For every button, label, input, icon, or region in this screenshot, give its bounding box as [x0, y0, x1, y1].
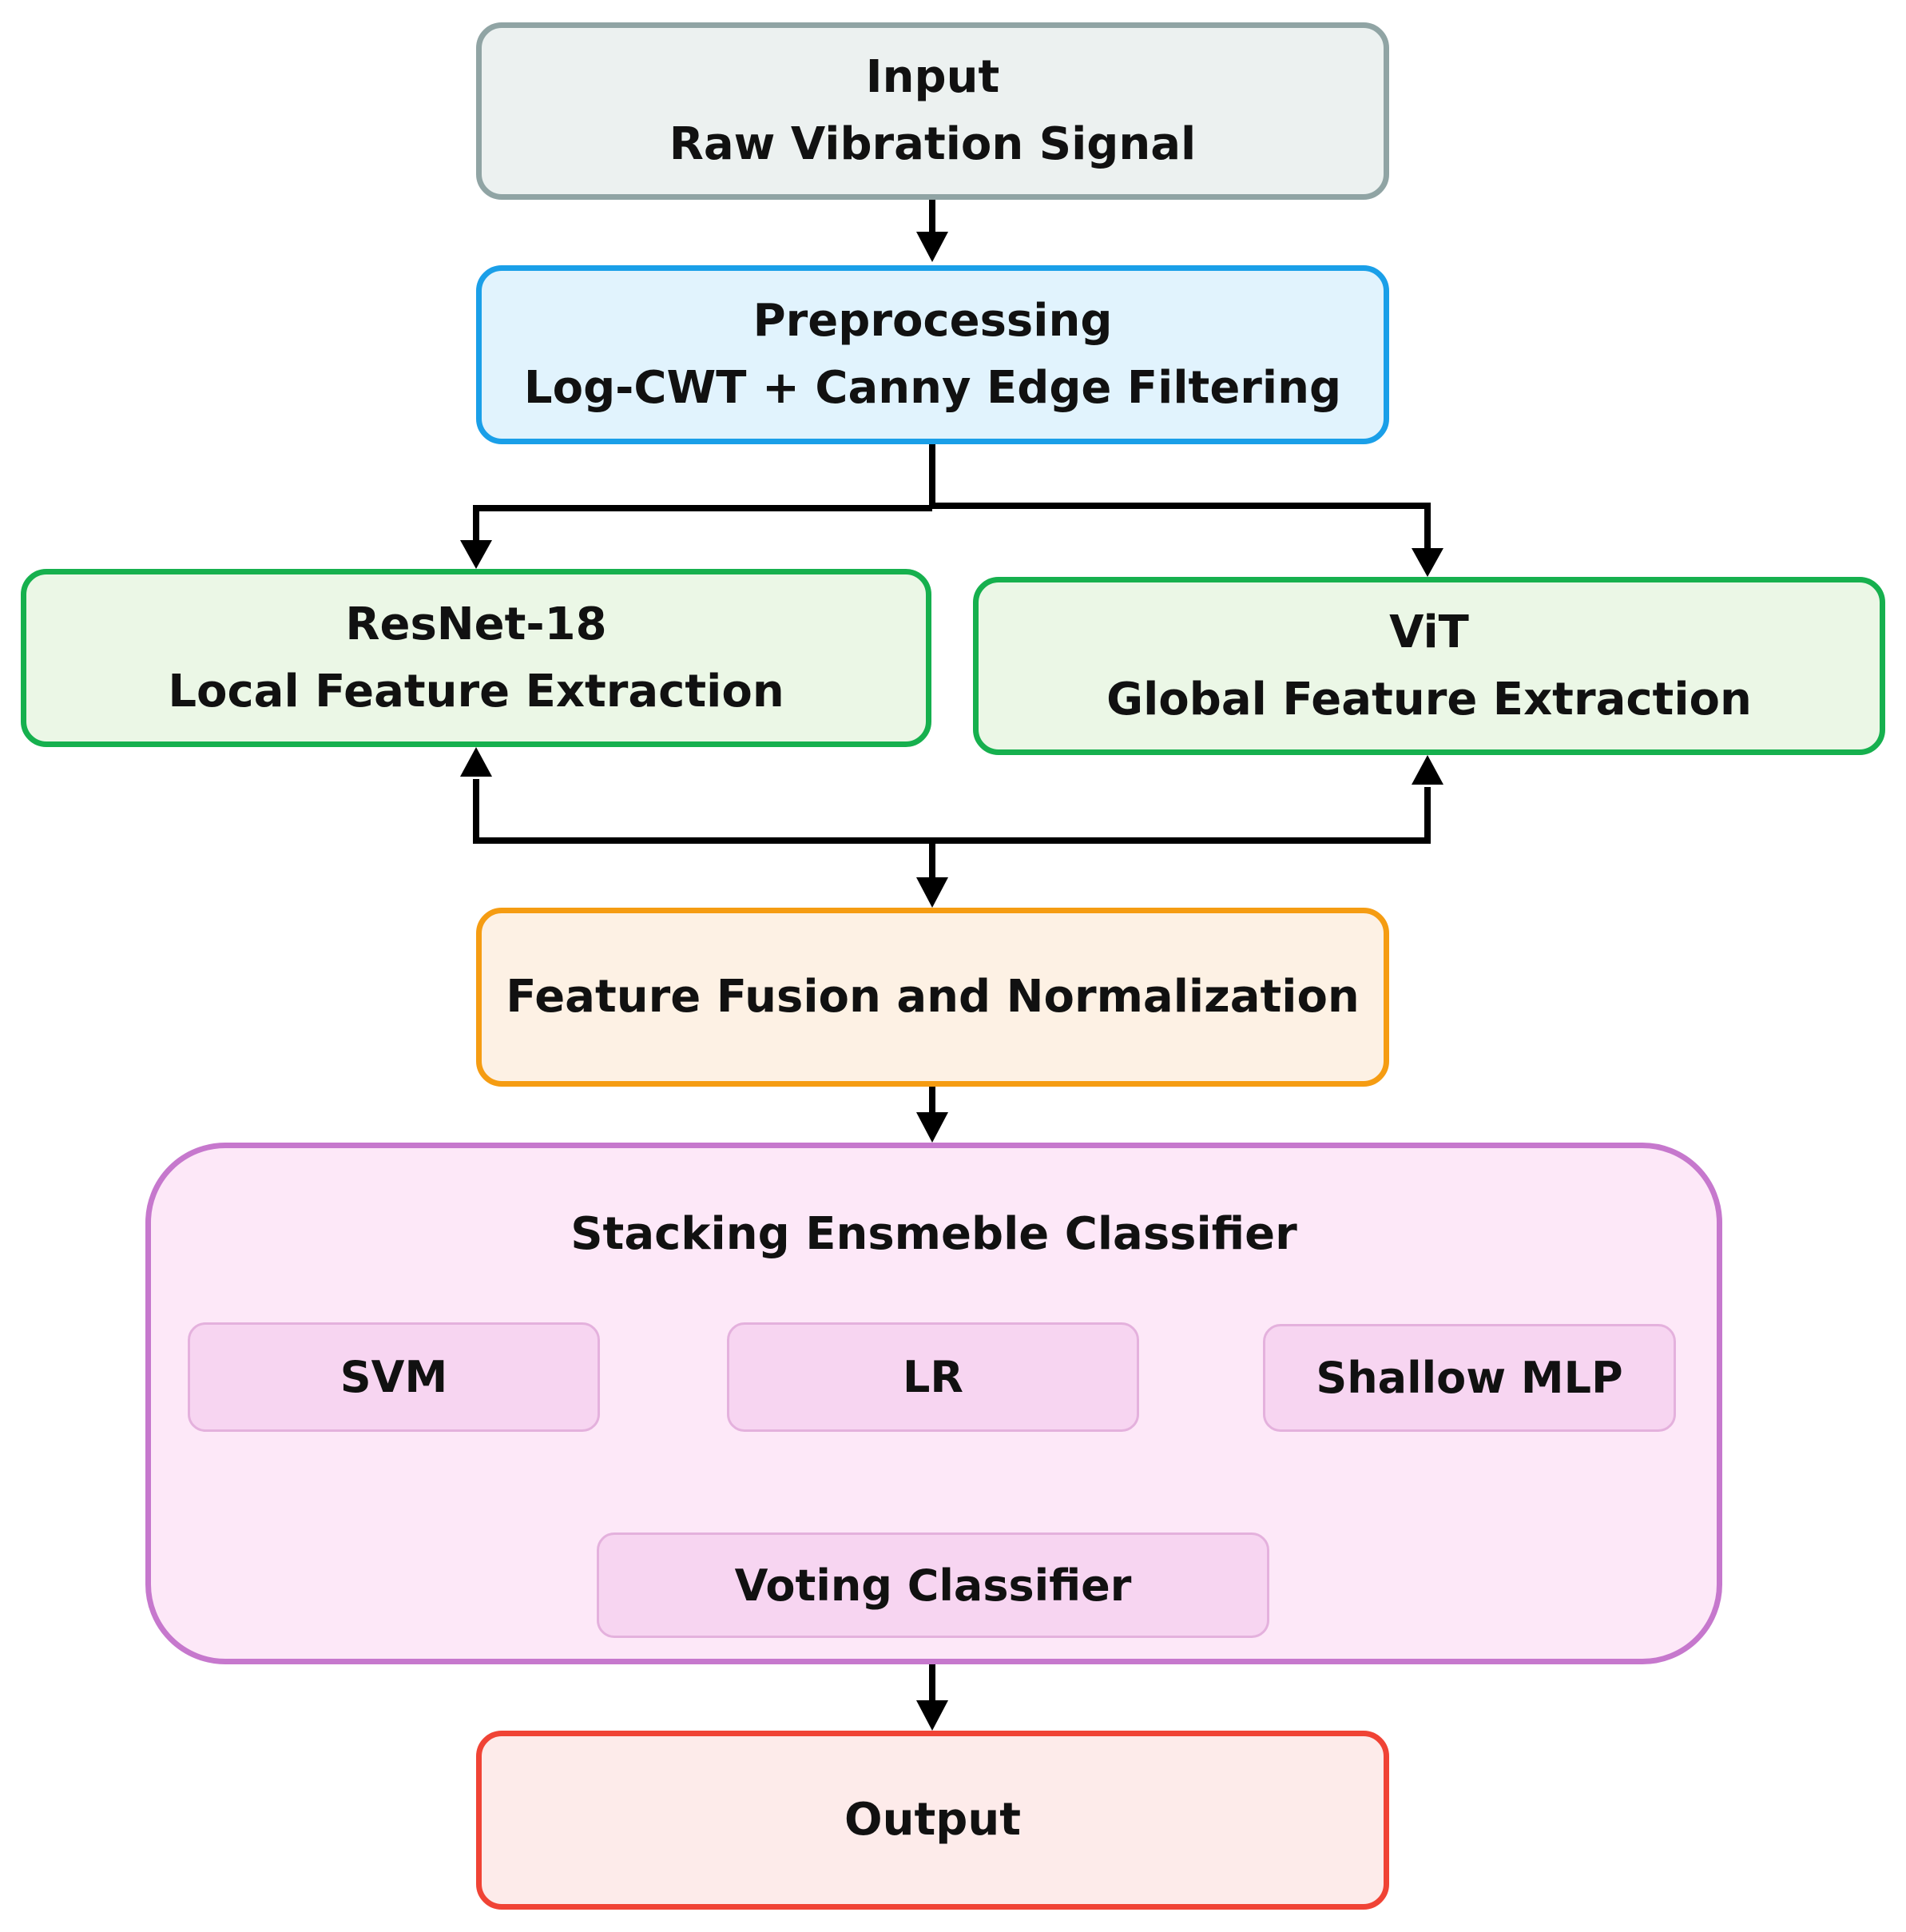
- arrowhead-fusion: [916, 877, 948, 908]
- preprocessing-node: Preprocessing Log-CWT + Canny Edge Filte…: [476, 265, 1389, 444]
- input-subtitle: Raw Vibration Signal: [669, 118, 1197, 170]
- arrowhead-vit-top: [1412, 548, 1443, 577]
- model-lr-label: LR: [903, 1352, 963, 1402]
- resnet-subtitle: Local Feature Extraction: [168, 665, 784, 718]
- preprocessing-title: Preprocessing: [752, 295, 1113, 347]
- resnet-node: ResNet-18 Local Feature Extraction: [21, 569, 931, 747]
- fusion-node: Feature Fusion and Normalization: [476, 908, 1389, 1087]
- model-mlp-node: Shallow MLP: [1263, 1324, 1676, 1432]
- arrowhead-vit-bottom: [1412, 755, 1443, 785]
- connector-merge: [473, 779, 1431, 844]
- vit-node: ViT Global Feature Extraction: [973, 577, 1885, 755]
- arrowhead-preprocessing: [916, 232, 948, 262]
- preprocessing-subtitle: Log-CWT + Canny Edge Filtering: [523, 362, 1342, 414]
- output-node: Output: [476, 1731, 1389, 1910]
- vit-subtitle: Global Feature Extraction: [1106, 673, 1752, 725]
- arrowhead-ensemble: [916, 1112, 948, 1143]
- connector-split-left: [473, 505, 932, 543]
- arrowhead-resnet-bottom: [460, 747, 492, 777]
- output-title: Output: [844, 1794, 1021, 1846]
- arrowhead-output: [916, 1700, 948, 1731]
- resnet-title: ResNet-18: [345, 598, 607, 650]
- connector-split-right: [932, 503, 1431, 551]
- model-svm-node: SVM: [188, 1322, 600, 1432]
- model-mlp-label: Shallow MLP: [1316, 1353, 1623, 1403]
- model-svm-label: SVM: [340, 1352, 448, 1402]
- vit-title: ViT: [1389, 606, 1469, 658]
- arrowhead-resnet-top: [460, 540, 492, 569]
- ensemble-title-text: Stacking Ensmeble Classifier: [570, 1208, 1297, 1260]
- ensemble-title: Stacking Ensmeble Classifier: [145, 1195, 1722, 1274]
- voting-classifier-node: Voting Classifier: [597, 1532, 1269, 1638]
- input-title: Input: [865, 51, 1000, 103]
- model-lr-node: LR: [727, 1322, 1139, 1432]
- voting-classifier-label: Voting Classifier: [734, 1560, 1132, 1611]
- fusion-title: Feature Fusion and Normalization: [506, 971, 1360, 1023]
- input-node: Input Raw Vibration Signal: [476, 22, 1389, 200]
